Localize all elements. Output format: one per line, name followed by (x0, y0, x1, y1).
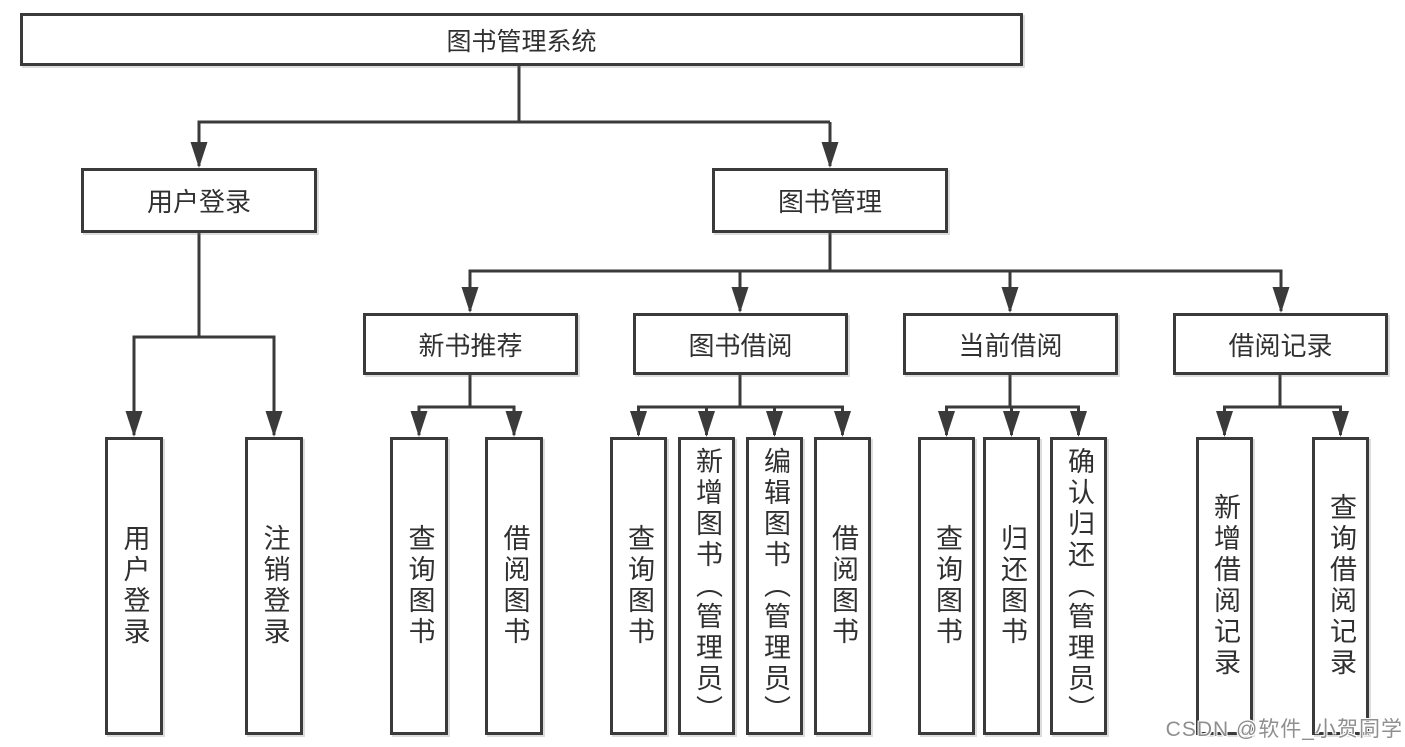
node-leaf-query-books-current: 查询图书 (918, 437, 975, 735)
arrowhead-book-borrow (731, 287, 749, 313)
arrowhead-leaf-logout (265, 411, 283, 437)
arrowhead-leaf-return-books (1003, 411, 1020, 437)
arrowhead-current-borrow (1001, 287, 1019, 313)
node-leaf-add-books-admin: 新增图书（管理员） (678, 437, 735, 735)
node-leaf-return-books-label: 归还图书 (997, 524, 1027, 648)
arrowhead-borrow-records (1272, 287, 1290, 313)
node-leaf-borrow-books-borrow: 借阅图书 (814, 437, 871, 735)
node-book-mgmt-label: 图书管理 (777, 187, 882, 217)
arrowhead-leaf-borrow-books-borrow (834, 411, 851, 437)
node-borrow-records: 借阅记录 (1173, 313, 1388, 375)
arrowhead-book-mgmt (821, 142, 839, 168)
connector-book-borrow-children (637, 375, 844, 435)
arrowhead-leaf-confirm-return (1070, 411, 1087, 437)
arrowhead-leaf-query-borrow-record (1332, 411, 1349, 437)
node-leaf-query-books-rec-label: 查询图书 (404, 524, 435, 648)
node-user-login: 用户登录 (81, 168, 317, 233)
arrowhead-leaf-query-books-borrow (630, 411, 647, 437)
node-root-label: 图书管理系统 (446, 27, 597, 56)
node-leaf-query-books-rec: 查询图书 (390, 437, 448, 735)
watermark-text: CSDN @软件_小贺同学 (1165, 718, 1403, 741)
node-user-login-label: 用户登录 (146, 187, 251, 217)
node-current-borrow-label: 当前借阅 (958, 330, 1063, 361)
node-new-book-rec-label: 新书推荐 (418, 330, 523, 361)
arrowhead-leaf-add-borrow-record (1216, 411, 1233, 437)
connector-root-to-level2 (197, 66, 832, 166)
node-leaf-user-login: 用户登录 (105, 437, 163, 735)
node-leaf-borrow-books-borrow-label: 借阅图书 (828, 524, 858, 648)
arrowhead-leaf-query-books-current (938, 411, 955, 437)
arrowhead-leaf-user-login (125, 411, 143, 437)
arrowhead-leaf-edit-books-admin (766, 411, 783, 437)
node-root: 图书管理系统 (20, 13, 1023, 66)
node-leaf-logout: 注销登录 (245, 437, 303, 735)
node-book-borrow-label: 图书借阅 (688, 330, 793, 361)
node-leaf-return-books: 归还图书 (983, 437, 1040, 735)
arrowhead-user-login (190, 142, 208, 168)
node-leaf-user-login-label: 用户登录 (119, 524, 150, 648)
arrowhead-leaf-borrow-books-rec (505, 411, 523, 437)
node-leaf-query-borrow-record: 查询借阅记录 (1312, 437, 1369, 735)
node-leaf-edit-books-admin: 编辑图书（管理员） (746, 437, 803, 735)
node-leaf-query-books-current-label: 查询图书 (932, 524, 962, 648)
node-leaf-add-borrow-record-label: 新增借阅记录 (1210, 493, 1240, 679)
node-leaf-edit-books-admin-label: 编辑图书（管理员） (760, 446, 790, 726)
node-leaf-query-books-borrow: 查询图书 (610, 437, 667, 735)
node-leaf-confirm-return: 确认归还（管理员） (1050, 437, 1107, 735)
node-leaf-query-borrow-record-label: 查询借阅记录 (1326, 493, 1356, 679)
node-book-mgmt: 图书管理 (712, 168, 948, 233)
connector-book-mgmt-children (468, 233, 1283, 311)
connector-new-book-rec-children (417, 375, 516, 435)
node-leaf-query-books-borrow-label: 查询图书 (624, 524, 654, 648)
node-new-book-rec: 新书推荐 (363, 313, 578, 375)
node-leaf-borrow-books-rec-label: 借阅图书 (499, 524, 530, 648)
node-leaf-add-books-admin-label: 新增图书（管理员） (692, 446, 722, 726)
node-leaf-add-borrow-record: 新增借阅记录 (1196, 437, 1253, 735)
node-leaf-confirm-return-label: 确认归还（管理员） (1064, 446, 1094, 726)
node-leaf-logout-label: 注销登录 (259, 524, 290, 648)
arrowhead-leaf-query-books-rec (410, 411, 428, 437)
node-book-borrow: 图书借阅 (633, 313, 848, 375)
arrowhead-leaf-add-books-admin (698, 411, 715, 437)
connector-borrow-records-children (1223, 375, 1342, 435)
node-leaf-borrow-books-rec: 借阅图书 (485, 437, 543, 735)
node-borrow-records-label: 借阅记录 (1228, 330, 1333, 361)
node-current-borrow: 当前借阅 (903, 313, 1118, 375)
connector-user-login-children (132, 233, 276, 435)
arrowhead-new-book-rec (461, 287, 479, 313)
